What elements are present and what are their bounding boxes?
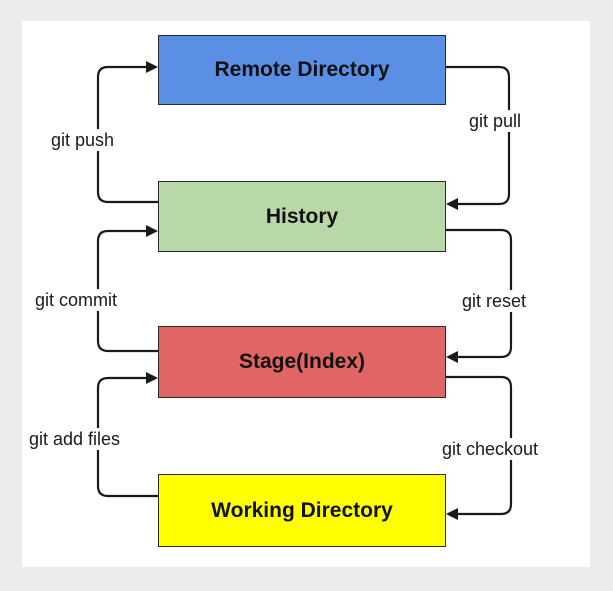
history-label: History [265, 204, 339, 228]
stage-index-label: Stage(Index) [238, 350, 366, 373]
git-add-files-label: git add files [27, 428, 123, 450]
stage-index-box: Stage(Index) [158, 326, 446, 398]
working-directory-label: Working Directory [211, 498, 393, 522]
history-box: History [158, 181, 446, 252]
git-pull-label: git pull [467, 110, 524, 132]
remote-directory-box: Remote Directory [158, 35, 446, 105]
remote-directory-label: Remote Directory [214, 58, 390, 81]
working-directory-box: Working Directory [158, 474, 446, 547]
git-push-label: git push [49, 129, 117, 151]
pull-arrow [446, 65, 511, 210]
git-reset-label: git reset [460, 290, 529, 312]
git-checkout-label: git checkout [440, 438, 541, 460]
git-commit-label: git commit [33, 289, 120, 311]
